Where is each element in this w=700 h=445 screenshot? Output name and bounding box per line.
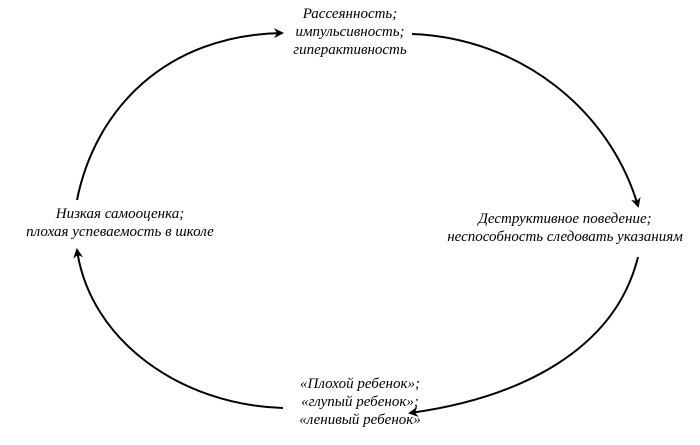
node-line: плохая успеваемость в школе (26, 224, 214, 240)
node-low-self-esteem: Низкая самооценка; плохая успеваемость в… (0, 205, 240, 241)
node-line: Деструктивное поведение; (478, 211, 652, 227)
node-line: импульсивность; (295, 24, 405, 40)
arrow-right-to-bottom (408, 256, 639, 417)
arrow-top-to-right (411, 33, 641, 208)
node-distractibility: Рассеянность; импульсивность; гиперактив… (250, 5, 450, 59)
node-line: «глупый ребенок»; (301, 394, 419, 410)
node-line: гиперактивность (293, 42, 407, 58)
node-bad-child-labels: «Плохой ребенок»; «глупый ребенок»; «лен… (260, 375, 460, 429)
node-line: «Плохой ребенок»; (300, 376, 420, 392)
node-line: Низкая самооценка; (55, 206, 185, 222)
node-line: неспособность следовать указаниям (447, 229, 683, 245)
node-destructive-behavior: Деструктивное поведение; неспособность с… (430, 210, 700, 246)
node-line: Рассеянность; (302, 6, 398, 22)
arrow-bottom-to-left (73, 248, 284, 409)
node-line: «ленивый ребенок» (299, 412, 421, 428)
arrow-left-to-top (76, 28, 284, 201)
